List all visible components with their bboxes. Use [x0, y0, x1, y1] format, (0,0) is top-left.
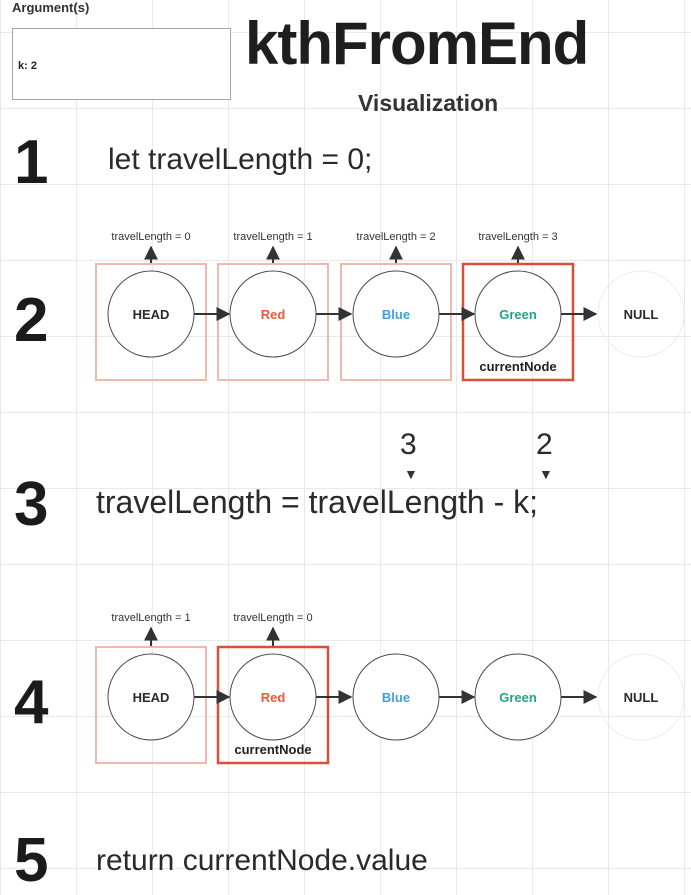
node-head	[107, 270, 195, 358]
visited-node-box	[95, 263, 207, 381]
argument-k-value: k: 2	[18, 60, 37, 72]
travel-length-value: 3	[400, 428, 417, 461]
current-node-box	[216, 645, 330, 765]
step-1-number: 1	[14, 128, 49, 197]
travel-length-counter: travelLength = 2	[356, 231, 435, 243]
current-node-label: currentNode	[479, 359, 556, 374]
node-red	[229, 653, 317, 741]
down-arrow-icon: ▼	[539, 466, 553, 482]
node-label-head: HEAD	[133, 690, 170, 705]
node-green	[474, 270, 562, 358]
step-2-linked-list-diagram: travelLength = 0 travelLength = 1 travel…	[95, 231, 685, 382]
node-red	[229, 270, 317, 358]
step-3-number: 3	[14, 470, 49, 539]
node-label-red: Red	[261, 307, 286, 322]
node-null	[597, 653, 685, 741]
page-subtitle: Visualization	[358, 90, 499, 116]
step-4-linked-list-diagram: travelLength = 1 travelLength = 0 HEAD R…	[95, 612, 685, 765]
node-label-null: NULL	[624, 307, 659, 322]
step-5-code: return currentNode.value	[96, 844, 428, 877]
node-green	[474, 653, 562, 741]
node-label-head: HEAD	[133, 307, 170, 322]
node-null	[597, 270, 685, 358]
node-label-red: Red	[261, 690, 286, 705]
step-3-code: travelLength = travelLength - k;	[96, 484, 539, 520]
arguments-box[interactable]: k: 2	[12, 28, 231, 100]
travel-length-counter: travelLength = 0	[233, 612, 312, 624]
node-label-null: NULL	[624, 690, 659, 705]
travel-length-counter: travelLength = 0	[111, 231, 190, 243]
node-label-green: Green	[499, 690, 537, 705]
node-label-blue: Blue	[382, 690, 410, 705]
step-4-number: 4	[14, 668, 49, 737]
visited-node-box	[340, 263, 452, 381]
node-label-green: Green	[499, 307, 537, 322]
step-5-number: 5	[14, 826, 49, 895]
node-blue	[352, 270, 440, 358]
visited-node-box	[95, 646, 207, 764]
travel-length-counter: travelLength = 1	[111, 612, 190, 624]
step-2-number: 2	[14, 286, 49, 355]
travel-length-counter: travelLength = 1	[233, 231, 312, 243]
node-head	[107, 653, 195, 741]
current-node-label: currentNode	[234, 742, 311, 757]
page-title: kthFromEnd	[245, 10, 589, 77]
step-1-code: let travelLength = 0;	[108, 143, 373, 176]
visited-node-box	[217, 263, 329, 381]
current-node-box	[461, 262, 575, 382]
node-blue	[352, 653, 440, 741]
down-arrow-icon: ▼	[404, 466, 418, 482]
node-label-blue: Blue	[382, 307, 410, 322]
k-value: 2	[536, 428, 553, 461]
travel-length-counter: travelLength = 3	[478, 231, 557, 243]
arguments-header: Argument(s)	[12, 0, 90, 15]
